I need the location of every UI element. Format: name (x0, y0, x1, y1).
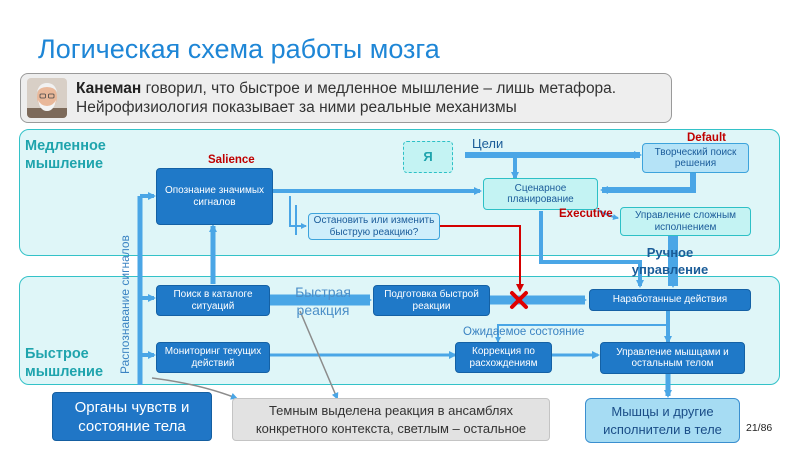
muscles-executors-text: Мышцы и другие исполнители в теле (603, 403, 722, 437)
slow-label-line2: мышление (25, 156, 104, 172)
detect-signals-node: Опознание значимых сигналов (156, 168, 273, 225)
creative-search-node: Творческий поиск решения (642, 143, 749, 173)
fast-reaction-label: Быстрая реакция (295, 284, 351, 318)
stop-change-node: Остановить или изменить быструю реакцию? (308, 213, 440, 240)
slow-label-line1: Медленное (25, 138, 106, 154)
author-photo (27, 78, 67, 118)
expected-state-label: Ожидаемое состояние (463, 326, 585, 338)
slide-number: 21/86 (746, 422, 773, 434)
quote-line2: Нейрофизиология показывает за ними реаль… (76, 99, 517, 116)
slide-title: Логическая схема работы мозга (38, 34, 440, 64)
manual-control-label: Ручное управление (631, 245, 709, 277)
salience-label: Salience (208, 154, 255, 166)
goals-label: Цели (472, 136, 504, 151)
quote-author: Канеман (76, 80, 142, 97)
executive-label: Executive (559, 208, 613, 220)
slow-thinking-label: Медленное мышление (25, 137, 106, 173)
prepare-reaction-node: Подготовка быстрой реакции (373, 285, 490, 316)
learned-actions-node: Наработанные действия (589, 289, 751, 311)
muscle-control-node: Управление мышцами и остальным телом (600, 342, 745, 374)
muscles-executors-node: Мышцы и другие исполнители в теле (585, 398, 740, 443)
monitoring-node: Мониторинг текущих действий (156, 342, 270, 373)
sense-organs-node: Органы чувств и состояние тела (52, 392, 212, 441)
self-node: Я (403, 141, 453, 173)
catalog-search-node: Поиск в каталоге ситуаций (156, 285, 270, 316)
signal-recognition-label: Распознавание сигналов (118, 235, 132, 374)
quote-line1: говорил, что быстрое и медленное мышлени… (141, 80, 617, 97)
sense-organs-text: Органы чувств и состояние тела (74, 398, 190, 435)
legend-note: Темным выделена реакция в ансамблях конк… (232, 398, 550, 441)
complex-execution-node: Управление сложным исполнением (620, 207, 751, 236)
scenario-planning-node: Сценарное планирование (483, 178, 598, 210)
quote-text: Канеман говорил, что быстрое и медленное… (76, 79, 616, 117)
fast-thinking-label: Быстрое мышление (25, 345, 103, 381)
fast-label-line2: мышление (25, 364, 104, 380)
quote-box (20, 73, 672, 123)
fast-label-line1: Быстрое (25, 346, 89, 362)
correction-node: Коррекция по расхождениям (455, 342, 552, 373)
default-label: Default (687, 132, 726, 144)
legend-note-text: Темным выделена реакция в ансамблях конк… (255, 402, 527, 436)
